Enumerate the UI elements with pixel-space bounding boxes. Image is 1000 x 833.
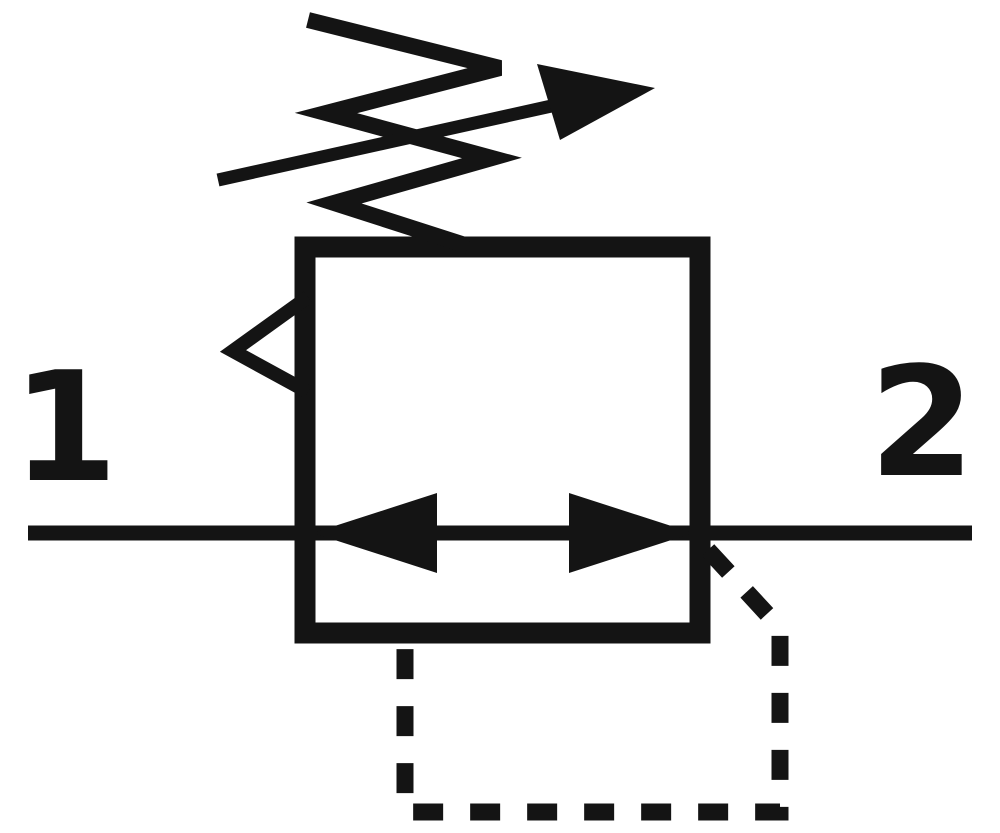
flow-arrow-right-icon xyxy=(569,493,693,573)
port-1-label: 1 xyxy=(12,339,118,516)
port-2-label: 2 xyxy=(869,334,975,511)
pilot-feedback-dashed-line xyxy=(396,544,789,821)
adjustment-arrow-shaft xyxy=(216,96,567,187)
valve-body-box xyxy=(294,236,711,644)
pilot-actuator-triangle-icon xyxy=(219,291,313,399)
flow-arrow-left-icon xyxy=(313,493,437,573)
adjustment-arrow-icon xyxy=(537,64,655,140)
